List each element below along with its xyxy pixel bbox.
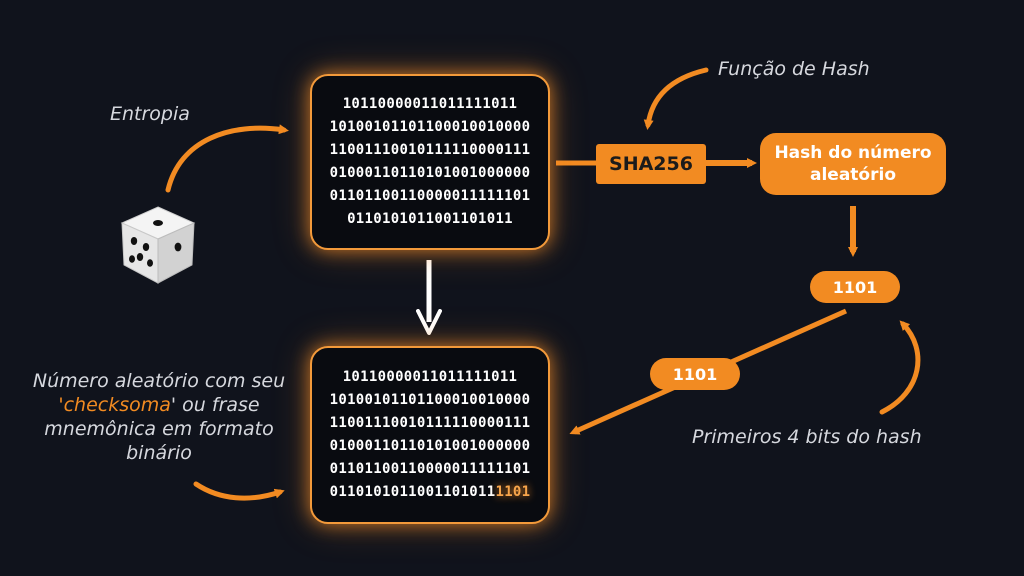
label-numero-line2-rest: ' ou frase	[170, 394, 260, 416]
bottom-binary-line: 01101100110000011111101	[329, 461, 531, 477]
arrow-funcao-hash	[643, 67, 709, 130]
hash-first-bits-pill: 1101	[810, 271, 900, 303]
sha256-box: SHA256	[596, 144, 706, 184]
top-binary-line: 01101100110000011111101	[329, 188, 531, 204]
top-binary-box: 10110000011011111011 1010010110110001001…	[310, 74, 550, 250]
top-binary-line: 10100101101100010010000	[329, 119, 531, 135]
bottom-binary-box: 10110000011011111011 1010010110110001001…	[310, 346, 550, 524]
hash-line2: aleatório	[810, 165, 896, 185]
label-numero-line3: mnemônica em formato	[44, 418, 274, 440]
arrow-numero-aleatorio	[193, 481, 285, 501]
dice-icon	[120, 206, 196, 284]
bottom-binary-main: 0110101011001101011	[329, 484, 496, 500]
arrow-entropia	[165, 124, 289, 193]
bottom-binary-last-line: 01101010110011010111101	[330, 481, 531, 504]
label-entropia: Entropia	[110, 103, 190, 125]
label-numero-line4: binário	[126, 442, 192, 464]
hash-line1: Hash do número	[774, 143, 932, 163]
bottom-binary-line: 10110000011011111011	[342, 369, 518, 385]
arrow-primeiros-bits	[879, 320, 921, 415]
top-binary-line: 0110101011001101011	[347, 211, 513, 227]
label-checksoma: checksoma	[63, 394, 171, 416]
top-binary-line: 01000110110101001000000	[329, 165, 531, 181]
label-primeiros-bits: Primeiros 4 bits do hash	[692, 426, 922, 448]
label-numero-line2: 'checksoma' ou frase	[14, 393, 304, 417]
hash-result-box: Hash do número aleatório	[760, 133, 946, 195]
top-binary-line: 10110000011011111011	[342, 96, 518, 112]
label-numero-line1: Número aleatório com seu	[32, 370, 286, 392]
label-numero-aleatorio: Número aleatório com seu 'checksoma' ou …	[14, 369, 304, 465]
checksum-bits: 1101	[495, 484, 531, 500]
label-funcao-hash: Função de Hash	[718, 58, 870, 80]
bottom-binary-line: 11001110010111110000111	[329, 415, 531, 431]
top-binary-line: 11001110010111110000111	[329, 142, 531, 158]
checksum-bits-pill: 1101	[650, 358, 740, 390]
label-quote-open: '	[58, 394, 64, 416]
bottom-binary-line: 10100101101100010010000	[329, 392, 531, 408]
bottom-binary-line: 01000110110101001000000	[329, 438, 531, 454]
